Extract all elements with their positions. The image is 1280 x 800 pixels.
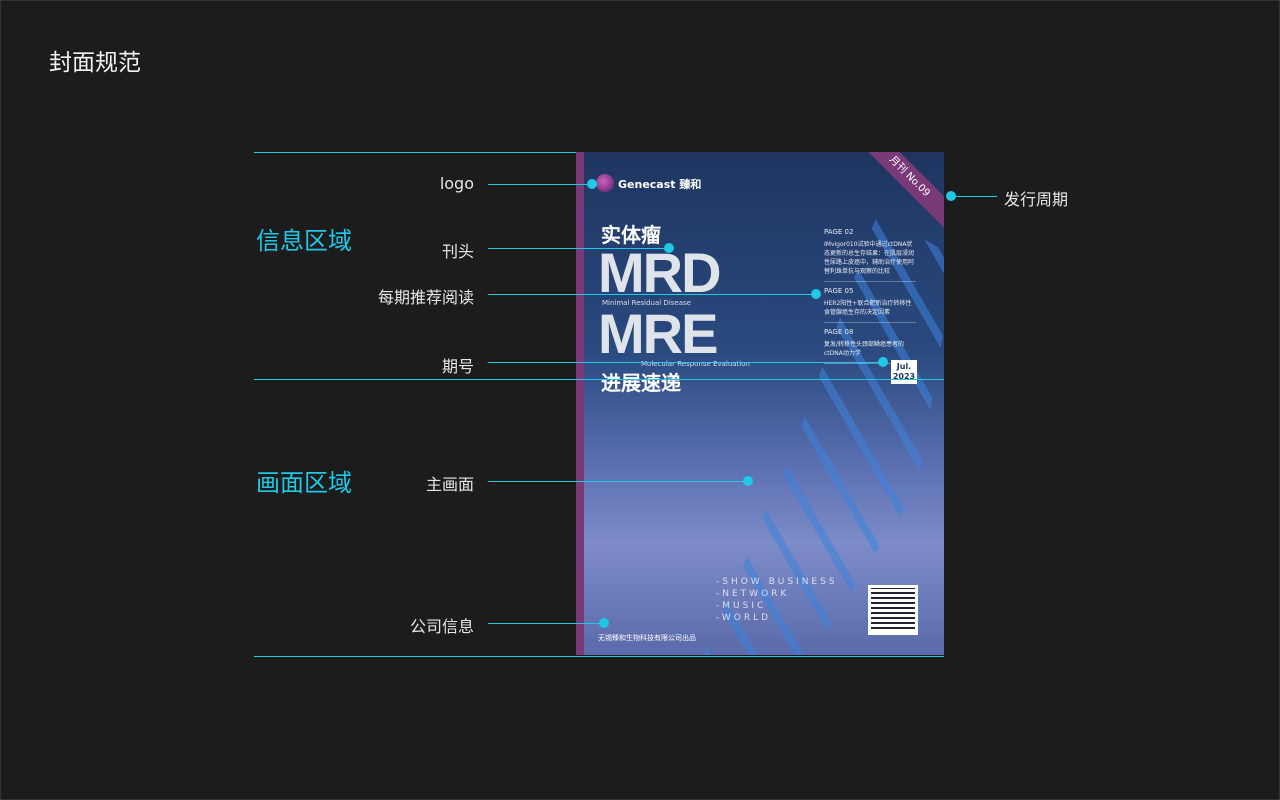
mre-subtitle: Molecular Response Evaluation (641, 360, 750, 368)
issue-year: 2023 (892, 372, 916, 381)
side-tag: -WORLD (716, 613, 772, 623)
region-info-label: 信息区域 (256, 227, 352, 255)
annotation-frequency: 发行周期 (1004, 190, 1069, 209)
mrd-subtitle: Minimal Residual Disease (602, 299, 691, 307)
annotation-issue: 期号 (441, 357, 474, 376)
annotation-company: 公司信息 (409, 617, 474, 636)
qr-code (868, 585, 918, 635)
company-text: 无锡臻和生物科技有限公司出品 (598, 634, 696, 642)
headline-top: 实体瘤 (601, 223, 661, 247)
leader-line (488, 248, 668, 249)
headline-bottom: 进展速递 (601, 371, 681, 395)
reading-text: IMvigor010试验中通过ctDNA状态更新的总生存结果：在肌层浸润性尿路上… (824, 241, 915, 275)
leader-line (488, 294, 812, 295)
leader-line (951, 196, 997, 197)
issue-badge: Jul.2023 (891, 360, 917, 384)
frequency-ribbon: 月刊 No.09 (855, 152, 944, 231)
annotation-masthead: 刊头 (441, 242, 474, 261)
leader-line (488, 481, 748, 482)
leader-line (488, 184, 592, 185)
region-image-label: 画面区域 (256, 469, 352, 497)
reading-item: PAGE 05 HER2阳性+联合靶新治疗转移性食管腺癌生存的决定因素 (824, 287, 916, 323)
annotation-dot (811, 289, 821, 299)
annotation-dot (587, 179, 597, 189)
annotation-main-image: 主画面 (425, 475, 474, 494)
reading-item: PAGE 02 IMvigor010试验中通过ctDNA状态更新的总生存结果：在肌… (824, 228, 916, 282)
leader-line (488, 362, 880, 363)
cover-side-stripe (576, 152, 584, 655)
page-title: 封面规范 (49, 50, 141, 76)
side-tag: -SHOW BUSINESS (716, 577, 838, 587)
annotation-dot (743, 476, 753, 486)
recommended-reading: PAGE 02 IMvigor010试验中通过ctDNA状态更新的总生存结果：在肌… (824, 228, 916, 369)
reading-page: PAGE 02 (824, 228, 854, 236)
annotation-recommended: 每期推荐阅读 (377, 288, 474, 307)
annotation-dot (878, 357, 888, 367)
reading-text: 复发/转移性头颈部鳞癌患者的ctDNA动力学 (824, 341, 905, 357)
annotation-dot (599, 618, 609, 628)
side-tags: -SHOW BUSINESS -NETWORK -MUSIC -WORLD (716, 576, 838, 624)
annotation-logo: logo (439, 174, 474, 193)
reading-item: PAGE 08 复发/转移性头颈部鳞癌患者的ctDNA动力学 (824, 328, 916, 364)
reading-page: PAGE 08 (824, 328, 854, 336)
side-tag: -NETWORK (716, 589, 790, 599)
mre-title: MRE (598, 302, 718, 365)
reading-text: HER2阳性+联合靶新治疗转移性食管腺癌生存的决定因素 (824, 300, 912, 316)
guide-line-middle (254, 379, 944, 380)
leader-line (488, 623, 604, 624)
logo-text: Genecast 臻和 (618, 178, 702, 191)
side-tag: -MUSIC (716, 601, 767, 611)
annotation-dot (664, 243, 674, 253)
magazine-cover: 月刊 No.09 Genecast 臻和 实体瘤 MRD Minimal Res… (576, 152, 944, 655)
reading-page: PAGE 05 (824, 287, 854, 295)
annotation-dot (946, 191, 956, 201)
logo-icon (596, 174, 614, 192)
mrd-title: MRD (598, 241, 722, 304)
issue-month: Jul. (896, 362, 912, 371)
guide-line-bottom (254, 656, 944, 657)
